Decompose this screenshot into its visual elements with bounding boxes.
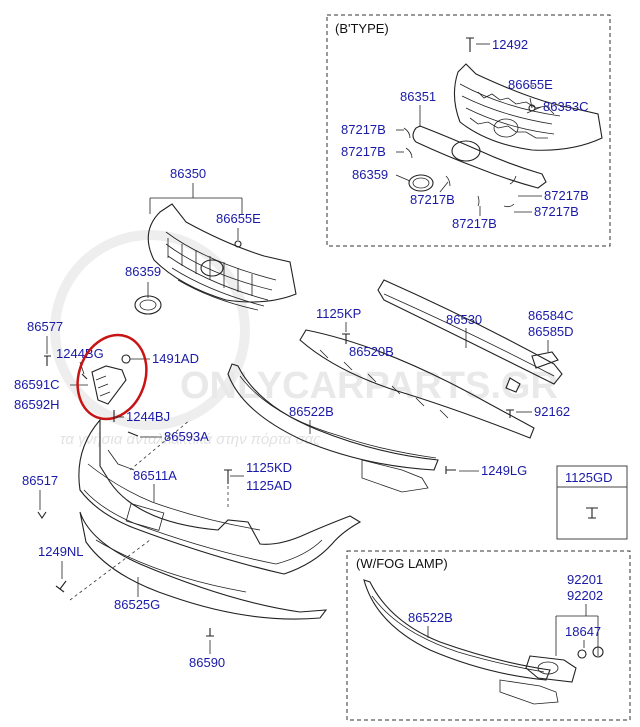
absorber-86520b-drawing (299, 329, 535, 439)
label-1125kd: 1125KD (246, 460, 292, 475)
emblem-86359-b-drawing (408, 174, 434, 192)
fog-lamp-socket-drawing (592, 646, 604, 658)
label-87217b-2: 87217B (341, 144, 386, 159)
label-18647: 18647 (565, 624, 601, 639)
clip-1125gd-box: 1125GD (556, 465, 628, 540)
label-1249lg: 1249LG (481, 463, 527, 478)
label-87217b-1: 87217B (341, 122, 386, 137)
label-1125gd: 1125GD (565, 470, 612, 485)
emblem-86359-main-drawing (134, 295, 162, 315)
moulding-86351-drawing (412, 125, 547, 189)
label-86590: 86590 (189, 655, 225, 670)
label-1125kp: 1125KP (316, 306, 361, 321)
lower-lip-drawing (79, 511, 328, 620)
label-1244bj: 1244BJ (126, 409, 170, 424)
grille-86353c-drawing (453, 63, 603, 151)
label-1491ad: 1491AD (152, 351, 199, 366)
label-12492: 12492 (492, 37, 528, 52)
screw-12492-drawing (466, 37, 490, 52)
cap-86517-drawing (37, 511, 47, 519)
btype-inset: (B'TYPE) 12492 86655E 86353C 86351 (326, 14, 611, 247)
label-86353c: 86353C (543, 99, 589, 114)
absorber-beam-group: 1125KP 86520B 86530 86584C 86585D 92162 (299, 279, 574, 439)
screw-86577-drawing (44, 355, 51, 366)
fog-lamp-inset: (W/FOG LAMP) 86522B 92201 92202 18647 (346, 550, 631, 721)
leader-86655e-b (528, 85, 534, 109)
label-86522b-fog: 86522B (408, 610, 453, 625)
fog-lamp-drawing (525, 655, 577, 683)
label-87217b-5: 87217B (534, 204, 579, 219)
watermark: ONLYCARPARTS.GR τα γνήσια ανταλλακτικά σ… (50, 230, 558, 448)
grille-86350-drawing (147, 203, 297, 311)
bumper-cover-group: 86511A 86517 1125KD 1125AD (22, 418, 362, 601)
watermark-logo-ring (50, 230, 250, 430)
label-86585d: 86585D (528, 324, 574, 339)
side-bracket-drawing (91, 365, 127, 405)
label-92162: 92162 (534, 404, 570, 419)
lower-grille-group: 86522B 1249LG (227, 363, 527, 493)
label-87217b-6: 87217B (452, 216, 497, 231)
label-1125ad: 1125AD (246, 478, 292, 493)
label-86593a: 86593A (164, 429, 209, 444)
label-92201: 92201 (567, 572, 603, 587)
label-86530: 86530 (446, 312, 482, 327)
fog-lower-grille-drawing (363, 579, 551, 681)
lower-lip-group: 1249NL 86525G 86590 (38, 511, 328, 670)
label-86359-main: 86359 (125, 264, 161, 279)
label-86511a: 86511A (133, 468, 177, 483)
label-1249nl: 1249NL (38, 544, 84, 559)
fog-lamp-inset-title: (W/FOG LAMP) (356, 556, 448, 571)
bulb-18647-drawing (577, 649, 587, 659)
label-86359-b: 86359 (352, 167, 388, 182)
watermark-brand: ONLYCARPARTS.GR (180, 365, 558, 407)
label-87217b-3: 87217B (410, 192, 455, 207)
label-86525g: 86525G (114, 597, 160, 612)
grille-86350-group: 86350 86655E 86359 (125, 166, 297, 315)
label-86517: 86517 (22, 473, 58, 488)
label-86351: 86351 (400, 89, 436, 104)
bumper-cover-drawing (78, 418, 362, 575)
label-86655e-b: 86655E (508, 77, 553, 92)
highlight-circle (76, 333, 148, 421)
btype-inset-title: (B'TYPE) (335, 21, 389, 36)
clip-1125gd-drawing (586, 507, 598, 519)
label-86584c: 86584C (528, 308, 574, 323)
label-87217b-4: 87217B (544, 188, 589, 203)
watermark-tagline: τα γνήσια ανταλλακτικά στην πόρτα σας (60, 431, 321, 448)
fog-lamp-inset-frame (346, 550, 631, 721)
label-86520b: 86520B (349, 344, 394, 359)
label-92202: 92202 (567, 588, 603, 603)
btype-inset-frame (326, 14, 611, 247)
label-86577: 86577 (27, 319, 63, 334)
left-bracket-group: 86577 1244BG 1491AD 86591C 86592H 1244BJ… (14, 319, 209, 444)
label-86591c: 86591C (14, 377, 60, 392)
label-86350: 86350 (170, 166, 206, 181)
side-stay-drawing (531, 351, 559, 369)
label-86592h: 86592H (14, 397, 60, 412)
label-1244bg: 1244BG (56, 346, 104, 361)
label-86522b: 86522B (289, 404, 334, 419)
label-86655e-main: 86655E (216, 211, 261, 226)
